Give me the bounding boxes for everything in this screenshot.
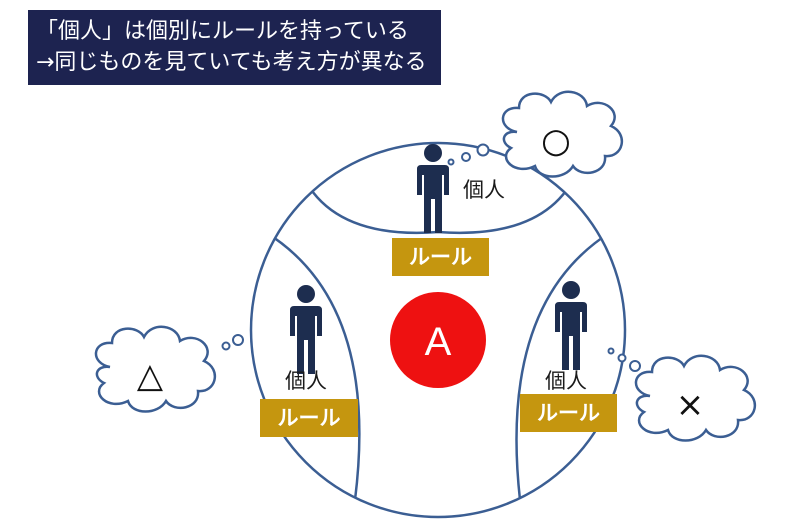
person-label-top: 個人 [463,178,505,202]
person-label-right: 個人 [545,369,587,393]
rule-label-top: ルール [409,245,472,269]
person-left: 個人 ルール [260,285,358,437]
rule-box-right [520,394,617,432]
header-line-1: 「個人」は個別にルールを持っている [36,19,409,44]
person-label-left: 個人 [285,369,327,393]
header-banner: 「個人」は個別にルールを持っている →同じものを見ていても考え方が異なる [28,10,441,85]
person-top: 個人 ルール [392,144,505,276]
center-circle [390,292,486,388]
center-label: A [425,320,452,364]
rule-label-right: ルール [537,401,600,425]
header-line-2: →同じものを見ていても考え方が異なる [36,50,427,75]
rule-box-top [392,238,489,276]
thought-dots [221,143,641,372]
opinion-cross-mark: × [676,385,705,425]
rule-box-left [260,399,358,437]
opinion-triangle-mark: △ [137,356,164,396]
rule-label-left: ルール [278,406,341,430]
person-right: 個人 ルール [520,281,617,432]
opinion-circle-mark: ○ [541,121,571,161]
